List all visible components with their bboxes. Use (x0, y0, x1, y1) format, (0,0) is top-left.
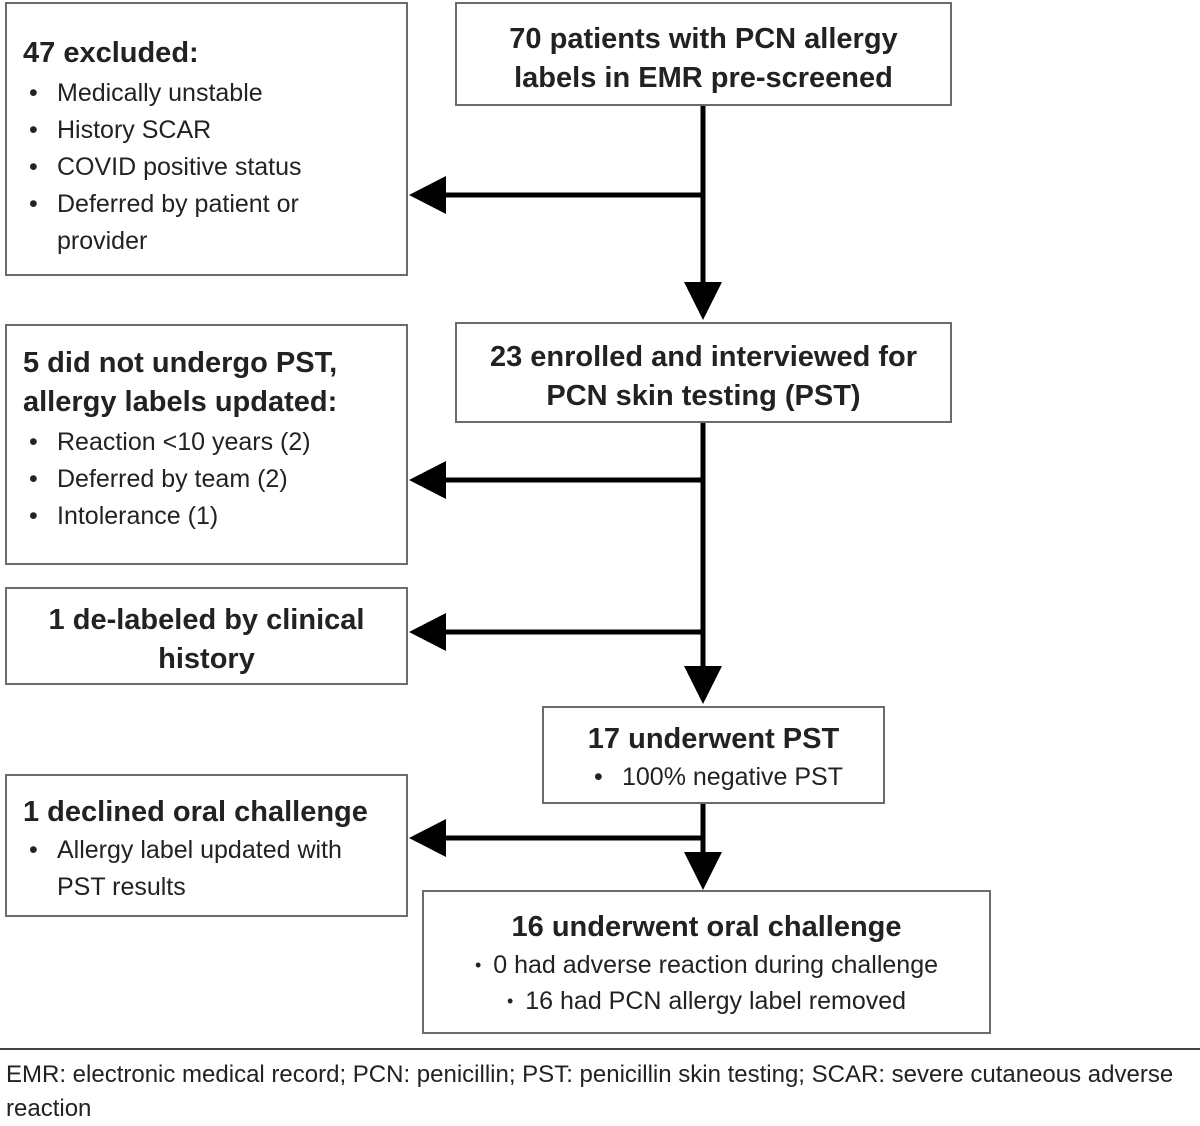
excluded-title: 47 excluded: (23, 37, 199, 69)
oral-title: 16 underwent oral challenge (511, 911, 902, 943)
no-pst-title: 5 did not undergo PST, allergy labels up… (23, 347, 338, 418)
delabeled-box: 1 de-labeled by clinical history (5, 587, 408, 685)
underwent-pst-title: 17 underwent PST (587, 723, 840, 755)
no-pst-item: Deferred by team (2) (23, 461, 396, 498)
declined-list: Allergy label updated with PST results (23, 832, 396, 906)
underwent-pst-list: 100% negative PST (588, 759, 873, 796)
underwent-pst-box: 17 underwent PST 100% negative PST (542, 706, 885, 804)
arrowhead-left-excluded (409, 176, 446, 214)
excluded-box: 47 excluded: Medically unstable History … (5, 2, 408, 276)
arrowhead-left-declined (409, 819, 446, 857)
prescreen-title: 70 patients with PCN allergy labels in E… (509, 23, 898, 94)
no-pst-item: Reaction <10 years (2) (23, 424, 396, 461)
oral-item: •0 had adverse reaction during challenge (474, 951, 939, 979)
footnote: EMR: electronic medical record; PCN: pen… (6, 1061, 1174, 1122)
delabeled-title: 1 de-labeled by clinical history (48, 604, 365, 675)
underwent-pst-item: 100% negative PST (588, 759, 873, 796)
excluded-item: Medically unstable (23, 75, 396, 112)
excluded-item: History SCAR (23, 112, 396, 149)
declined-item: Allergy label updated with PST results (23, 832, 396, 906)
enrolled-box: 23 enrolled and interviewed for PCN skin… (455, 322, 952, 423)
declined-box: 1 declined oral challenge Allergy label … (5, 774, 408, 917)
arrowhead-down-pst (684, 666, 722, 704)
excluded-list: Medically unstable History SCAR COVID po… (23, 75, 396, 260)
arrowhead-left-no-pst (409, 461, 446, 499)
no-pst-item: Intolerance (1) (23, 498, 396, 535)
oral-item: •16 had PCN allergy label removed (506, 987, 907, 1015)
prescreen-box: 70 patients with PCN allergy labels in E… (455, 2, 952, 106)
oral-box: 16 underwent oral challenge •0 had adver… (422, 890, 991, 1034)
no-pst-box: 5 did not undergo PST, allergy labels up… (5, 324, 408, 565)
arrowhead-left-delabeled (409, 613, 446, 651)
excluded-item: Deferred by patient or provider (23, 186, 396, 260)
declined-title: 1 declined oral challenge (23, 796, 368, 828)
no-pst-list: Reaction <10 years (2) Deferred by team … (23, 424, 396, 535)
footnote-divider (0, 1048, 1200, 1050)
arrowhead-down-enrolled (684, 282, 722, 320)
excluded-item: COVID positive status (23, 149, 396, 186)
arrowhead-down-oral (684, 852, 722, 890)
enrolled-title: 23 enrolled and interviewed for PCN skin… (489, 341, 918, 412)
